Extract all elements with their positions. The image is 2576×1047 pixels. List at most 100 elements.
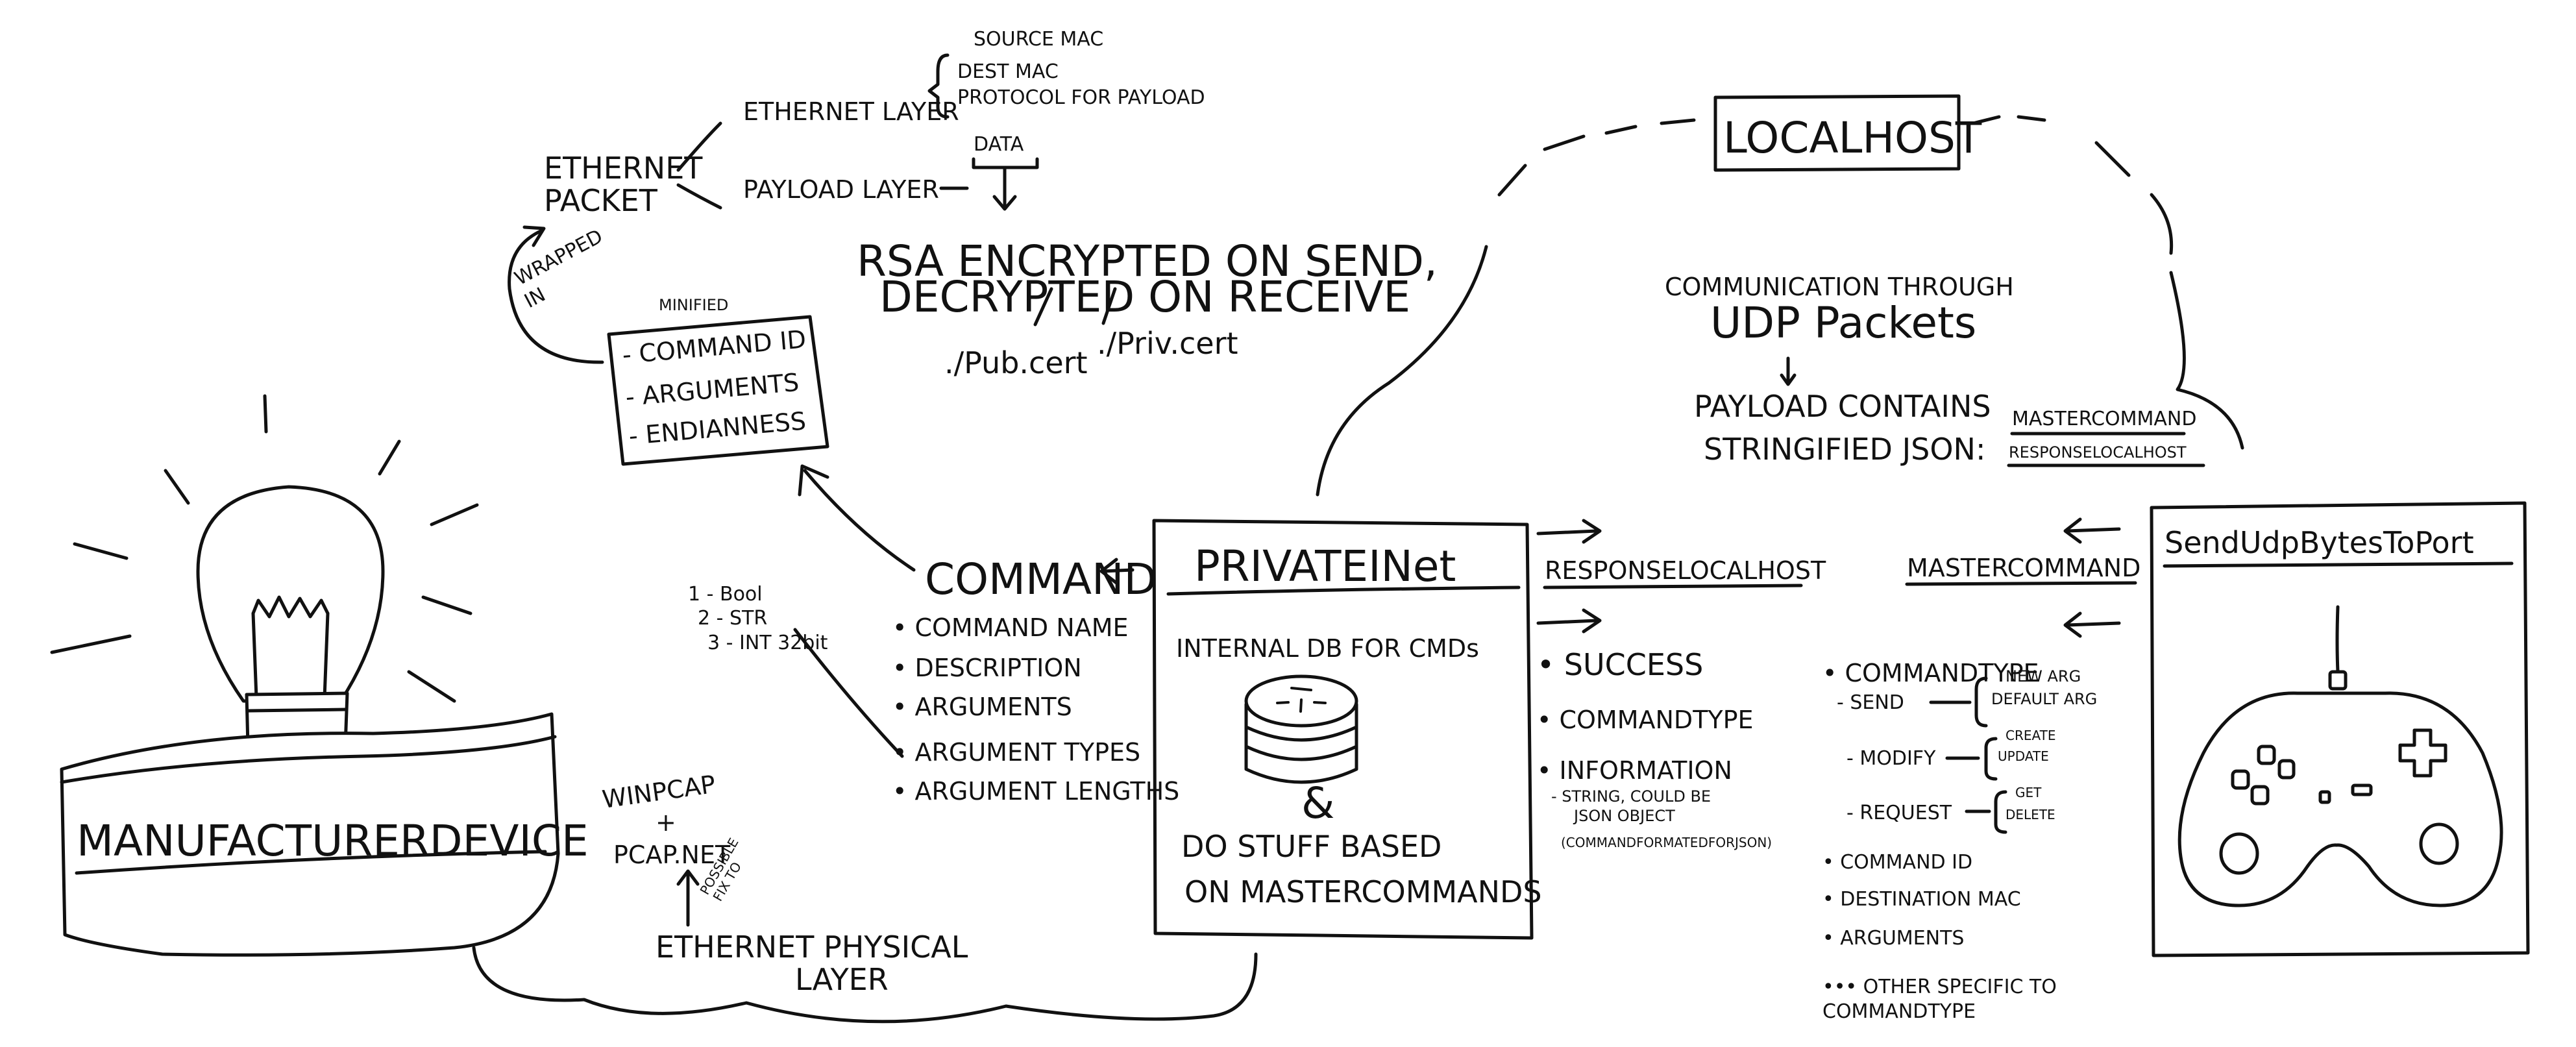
lightbulb-glass [196, 485, 385, 703]
device-box [60, 712, 560, 957]
localhost-comm-line2: UDP Packets [1710, 298, 1976, 348]
response-field-success: • SUCCESS [1537, 647, 1703, 682]
ethernet-field-protocol: PROTOCOL FOR PAYLOAD [957, 86, 1205, 109]
manufacturer-device-group: MANUFACTURERDEVICE [50, 394, 589, 957]
light-ray [50, 634, 132, 654]
ethernet-branch-up [676, 121, 722, 172]
master-request-opt-get: GET [2015, 785, 2042, 800]
master-request: - REQUEST [1846, 802, 1952, 824]
master-request-brace [1994, 790, 2007, 834]
physical-layer-line2: LAYER [795, 962, 889, 997]
ethernet-field-source-mac: SOURCE MAC [974, 28, 1103, 51]
command-to-minified-arrowhead [798, 464, 829, 497]
pcap-line2: + [656, 808, 676, 837]
type-str: 2 - STR [698, 607, 767, 630]
ethernet-layer-brace [927, 53, 950, 119]
gamepad-dpad-icon [2398, 728, 2447, 778]
type-int32: 3 - INT 32bit [707, 632, 828, 654]
database-icon [1244, 674, 1358, 784]
response-localhost-title-underline [1543, 584, 1803, 589]
master-arrow-bottom-head [2063, 611, 2082, 638]
wrapped-in-arrow [508, 228, 604, 364]
minified-box-group: MINIFIED - COMMAND ID - ARGUMENTS - ENDI… [607, 296, 829, 466]
ethernet-layer-label: ETHERNET LAYER [743, 97, 959, 126]
argument-type-list: 1 - Bool 2 - STR 3 - INT 32bit [688, 583, 904, 758]
command-group: COMMAND • COMMAND NAME • DESCRIPTION • A… [798, 464, 1179, 806]
ethernet-field-dest-mac: DEST MAC [957, 60, 1059, 83]
pcap-line3: PCAP.NET [613, 841, 731, 869]
private-inet-line1: INTERNAL DB FOR CMDs [1176, 634, 1479, 663]
rsa-line2: DECRYPTED ON RECEIVE [879, 272, 1410, 322]
master-send: - SEND [1837, 691, 1904, 714]
type-list-connector [793, 628, 904, 758]
localhost-comm-arrowhead [1780, 373, 1797, 386]
localhost-box [1713, 94, 1961, 172]
master-modify-opt-update: UPDATE [1998, 748, 2049, 764]
physical-layer-line1: ETHERNET PHYSICAL [656, 930, 968, 965]
command-field-argument-types: • ARGUMENT TYPES [892, 738, 1140, 767]
response-localhost-group: RESPONSELOCALHOST • SUCCESS • COMMANDTYP… [1536, 519, 1826, 850]
master-other-line2: COMMANDTYPE [1822, 1000, 1976, 1023]
master-modify: - MODIFY [1846, 747, 1936, 770]
localhost-group: LOCALHOST COMMUNICATION THROUGH UDP Pack… [1316, 94, 2244, 497]
light-ray [378, 439, 401, 476]
pub-cert-label: ./Pub.cert [944, 345, 1088, 380]
response-field-information: • INFORMATION [1537, 756, 1732, 785]
master-field-commandtype: • COMMANDTYPE [1822, 659, 2039, 687]
master-arrow-top-head [2063, 517, 2082, 544]
gamepad-start-icon [2351, 783, 2373, 796]
master-request-opt-delete: DELETE [2006, 807, 2055, 822]
response-field-commandtype: • COMMANDTYPE [1537, 706, 1754, 734]
gamepad-icon [2177, 605, 2503, 907]
response-arrow-top-head [1582, 519, 1602, 544]
priv-cert-label: ./Priv.cert [1097, 326, 1238, 361]
sender-title: SendUdpBytesToPort [2165, 525, 2474, 560]
private-inet-amp: & [1301, 778, 1334, 828]
sender-group: SendUdpBytesToPort [2150, 501, 2530, 957]
command-arrow-from-inet [1101, 568, 1135, 573]
json-type-mastercommand: MASTERCOMMAND [2012, 408, 2196, 430]
master-send-opt-newarg: NEW ARG [2006, 667, 2081, 685]
light-ray [263, 394, 268, 434]
wrapped-in-line1: WRAPPED [511, 225, 606, 290]
data-arrow-head [992, 195, 1017, 211]
private-inet-line3: ON MASTERCOMMANDS [1184, 874, 1542, 909]
localhost-label: LOCALHOST [1723, 113, 1982, 163]
master-send-opt-defaultarg: DEFAULT ARG [1991, 690, 2097, 708]
command-arrow-from-inet-head [1099, 558, 1118, 585]
master-command-group: MASTERCOMMAND • COMMANDTYPE - SEND NEW A… [1822, 517, 2141, 1023]
master-command-title: MASTERCOMMAND [1907, 554, 2141, 582]
private-inet-title-underline [1166, 585, 1521, 596]
json-type-responselocalhost: RESPONSELOCALHOST [2009, 443, 2187, 462]
localhost-payload-line1: PAYLOAD CONTAINS [1694, 389, 1991, 424]
inet-to-localhost-line [1316, 245, 1488, 497]
command-field-description: • DESCRIPTION [892, 654, 1082, 682]
light-ray [164, 469, 190, 505]
master-modify-brace [1984, 737, 1998, 781]
command-title: COMMAND [925, 554, 1157, 604]
private-inet-box [1152, 519, 1534, 940]
light-ray [421, 595, 472, 615]
minified-label: MINIFIED [659, 296, 728, 314]
wrapped-in-arrowhead [522, 225, 546, 247]
physical-layer-connection [472, 946, 1258, 1024]
device-title-underline [75, 850, 547, 875]
light-ray [73, 542, 129, 560]
minified-box [607, 315, 829, 466]
sender-box [2150, 501, 2530, 957]
localhost-payload-line2: STRINGIFIED JSON: [1704, 432, 1985, 467]
ethernet-packet-title-line2: PACKET [544, 183, 658, 218]
private-inet-title: PRIVATEINet [1194, 541, 1456, 591]
command-field-arguments: • ARGUMENTS [892, 693, 1072, 721]
minified-item-arguments: - ARGUMENTS [624, 368, 800, 412]
data-label: DATA [974, 133, 1024, 156]
master-field-destination-mac: • DESTINATION MAC [1822, 888, 2021, 911]
priv-cert-line [1101, 287, 1117, 325]
gamepad-select-icon [2318, 790, 2331, 804]
ethernet-packet-group: ETHERNET PACKET ETHERNET LAYER SOURCE MA… [508, 28, 1438, 380]
private-inet-line2: DO STUFF BASED [1181, 829, 1441, 864]
ethernet-packet-title-line1: ETHERNET [544, 151, 703, 186]
master-arrow-bottom [2065, 621, 2121, 627]
command-to-minified-arrow [803, 469, 916, 572]
